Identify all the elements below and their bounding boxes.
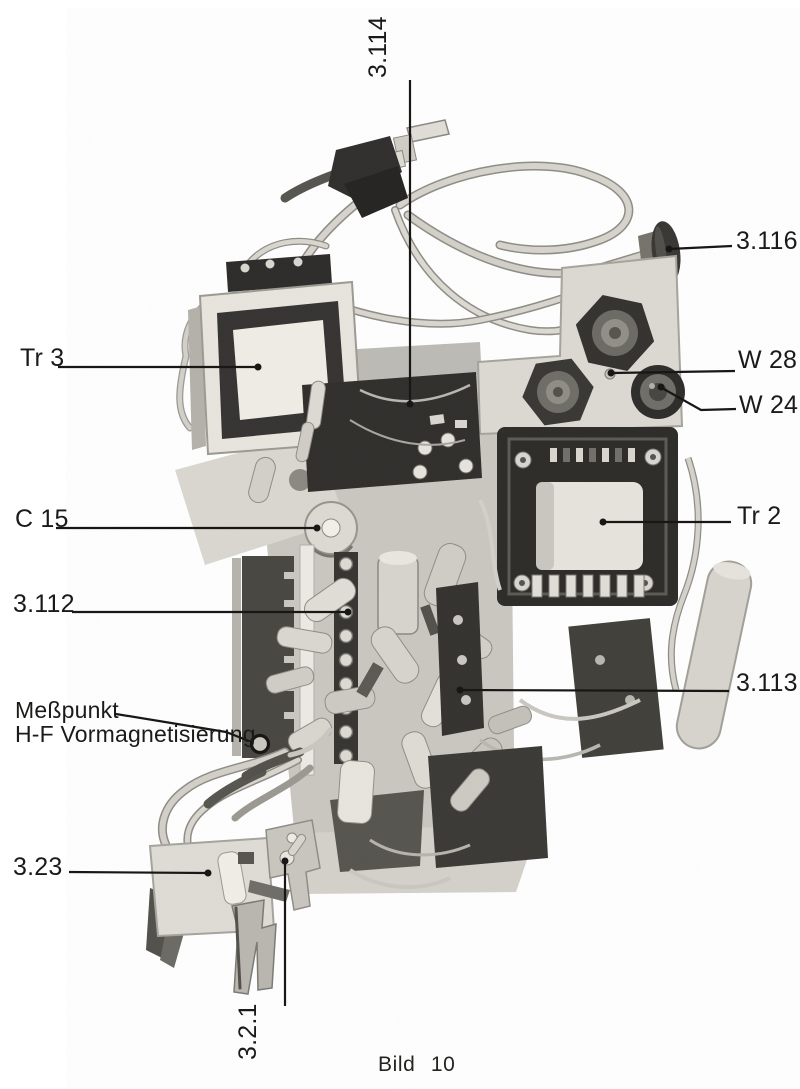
- leader-tr2: [599, 518, 731, 526]
- leader-3112: [72, 608, 352, 616]
- callout-messpunkt-line1: Meßpunkt: [15, 697, 119, 723]
- callout-messpunkt: Meßpunkt H-F Vormagnetisierung: [15, 698, 256, 746]
- leader-tr3: [58, 363, 262, 371]
- leader-3113: [456, 686, 730, 694]
- callout-323: 3.23: [13, 853, 63, 881]
- leader-messpunkt: [115, 712, 271, 755]
- leader-w28: [607, 369, 736, 377]
- leader-3114: [406, 80, 414, 408]
- leader-323: [68, 869, 212, 877]
- callout-tr2: Tr 2: [737, 502, 782, 530]
- leader-321: [281, 857, 289, 1006]
- callout-3116: 3.116: [736, 227, 798, 255]
- callout-3114: 3.114: [364, 16, 392, 78]
- callout-messpunkt-line2: H-F Vormagnetisierung: [15, 721, 256, 747]
- callout-w24: W 24: [739, 391, 799, 419]
- messpunkt-ring: [249, 733, 271, 755]
- annotations: [56, 80, 737, 1006]
- callout-321: 3.2.1: [234, 1003, 262, 1060]
- callout-c15: C 15: [15, 505, 69, 533]
- figure-caption: Bild 10: [378, 1053, 456, 1076]
- photo-grain: [130, 100, 770, 1020]
- callout-tr3: Tr 3: [20, 344, 65, 372]
- callout-3112: 3.112: [13, 590, 75, 618]
- callout-3113: 3.113: [736, 669, 798, 697]
- callout-w28: W 28: [738, 346, 798, 374]
- leader-c15: [56, 524, 321, 532]
- leader-w24: [657, 383, 737, 412]
- leader-3116: [665, 244, 733, 253]
